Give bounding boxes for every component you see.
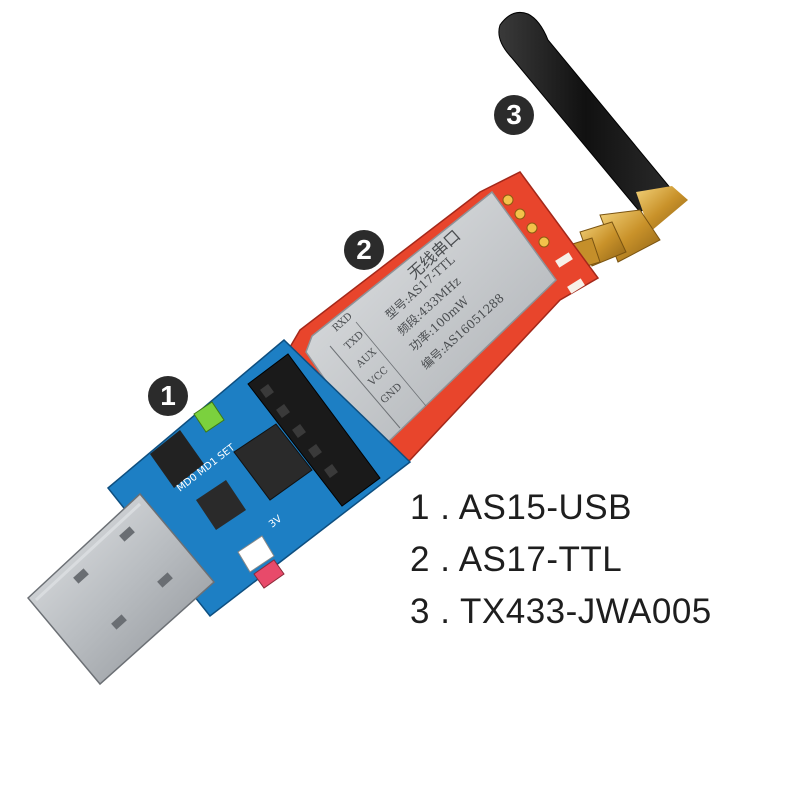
- parts-legend: 1 . AS15-USB 2 . AS17-TTL 3 . TX433-JWA0…: [410, 482, 712, 638]
- usb-plug: [26, 492, 216, 686]
- callout-1-number: 1: [160, 380, 176, 411]
- legend-item-1: 1 . AS15-USB: [410, 488, 632, 527]
- callout-2-badge: 2: [344, 230, 384, 270]
- legend-item-3: 3 . TX433-JWA005: [410, 592, 712, 631]
- sma-connector: [565, 209, 661, 271]
- callout-3-number: 3: [506, 99, 522, 130]
- callout-1-badge: 1: [148, 376, 188, 416]
- wireless-module: 无线串口 型号:AS17-TTL 频段:433MHz 功率:100mW 编号:A…: [285, 171, 600, 469]
- callout-3-badge: 3: [494, 95, 534, 135]
- callout-2-number: 2: [356, 234, 372, 265]
- legend-item-2: 2 . AS17-TTL: [410, 540, 623, 579]
- antenna: [498, 11, 688, 232]
